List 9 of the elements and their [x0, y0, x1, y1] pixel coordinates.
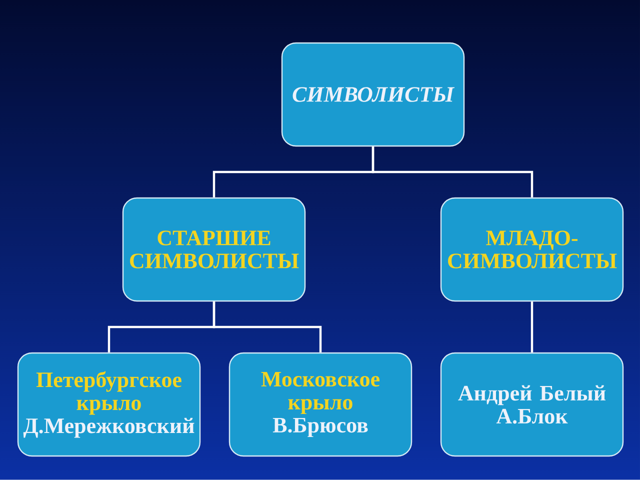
- rounded-box: СИМВОЛИСТЫ: [281, 42, 465, 147]
- connector-line: [212, 302, 322, 352]
- rounded-box: МЛАДО- СИМВОЛИСТЫ: [440, 197, 624, 302]
- rounded-box: СТАРШИЕ СИМВОЛИСТЫ: [122, 197, 306, 302]
- connector-line: [372, 146, 534, 198]
- rounded-box: Андрей Белый А.Блок: [440, 352, 624, 457]
- connector-line: [530, 302, 534, 352]
- rounded-box: Московское крыло В.Брюсов: [228, 352, 412, 457]
- rounded-box: Петербургское крыло Д.Мережковский: [17, 352, 201, 457]
